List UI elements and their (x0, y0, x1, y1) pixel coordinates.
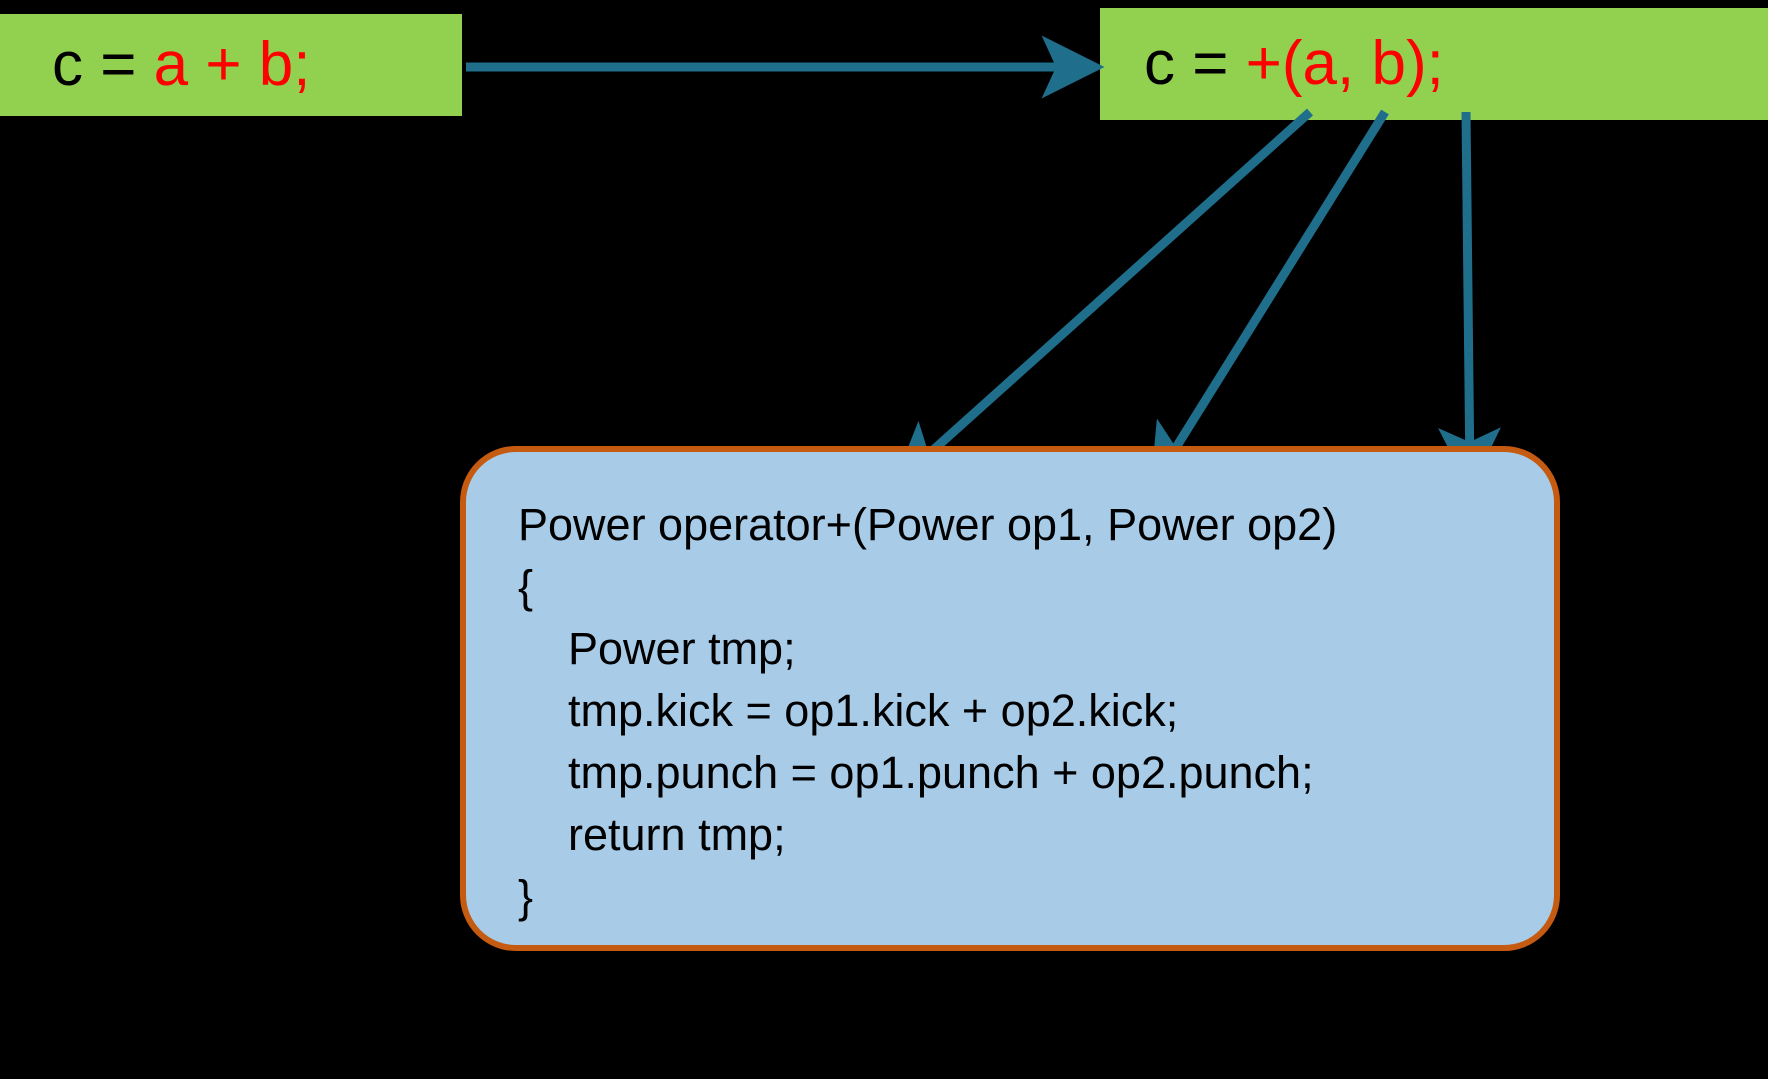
operator-implementation-code: Power operator+(Power op1, Power op2) { … (518, 499, 1338, 922)
rewritten-expression-box: c = +(a, b); (1100, 8, 1768, 120)
original-expression-box: c = a + b; (0, 14, 462, 116)
rewritten-expression-lhs: c = (1144, 29, 1246, 98)
arg-a-to-op1-arrow (1150, 109, 1389, 489)
original-expression-lhs: c = (52, 30, 154, 99)
rewritten-expression-rhs: +(a, b); (1245, 29, 1444, 98)
original-expression-rhs: a + b; (153, 30, 311, 99)
operator-implementation-box: Power operator+(Power op1, Power op2) { … (460, 446, 1560, 951)
arg-b-to-op2-arrow (1437, 111, 1501, 491)
operator-to-function-name-arrow (892, 108, 1314, 487)
